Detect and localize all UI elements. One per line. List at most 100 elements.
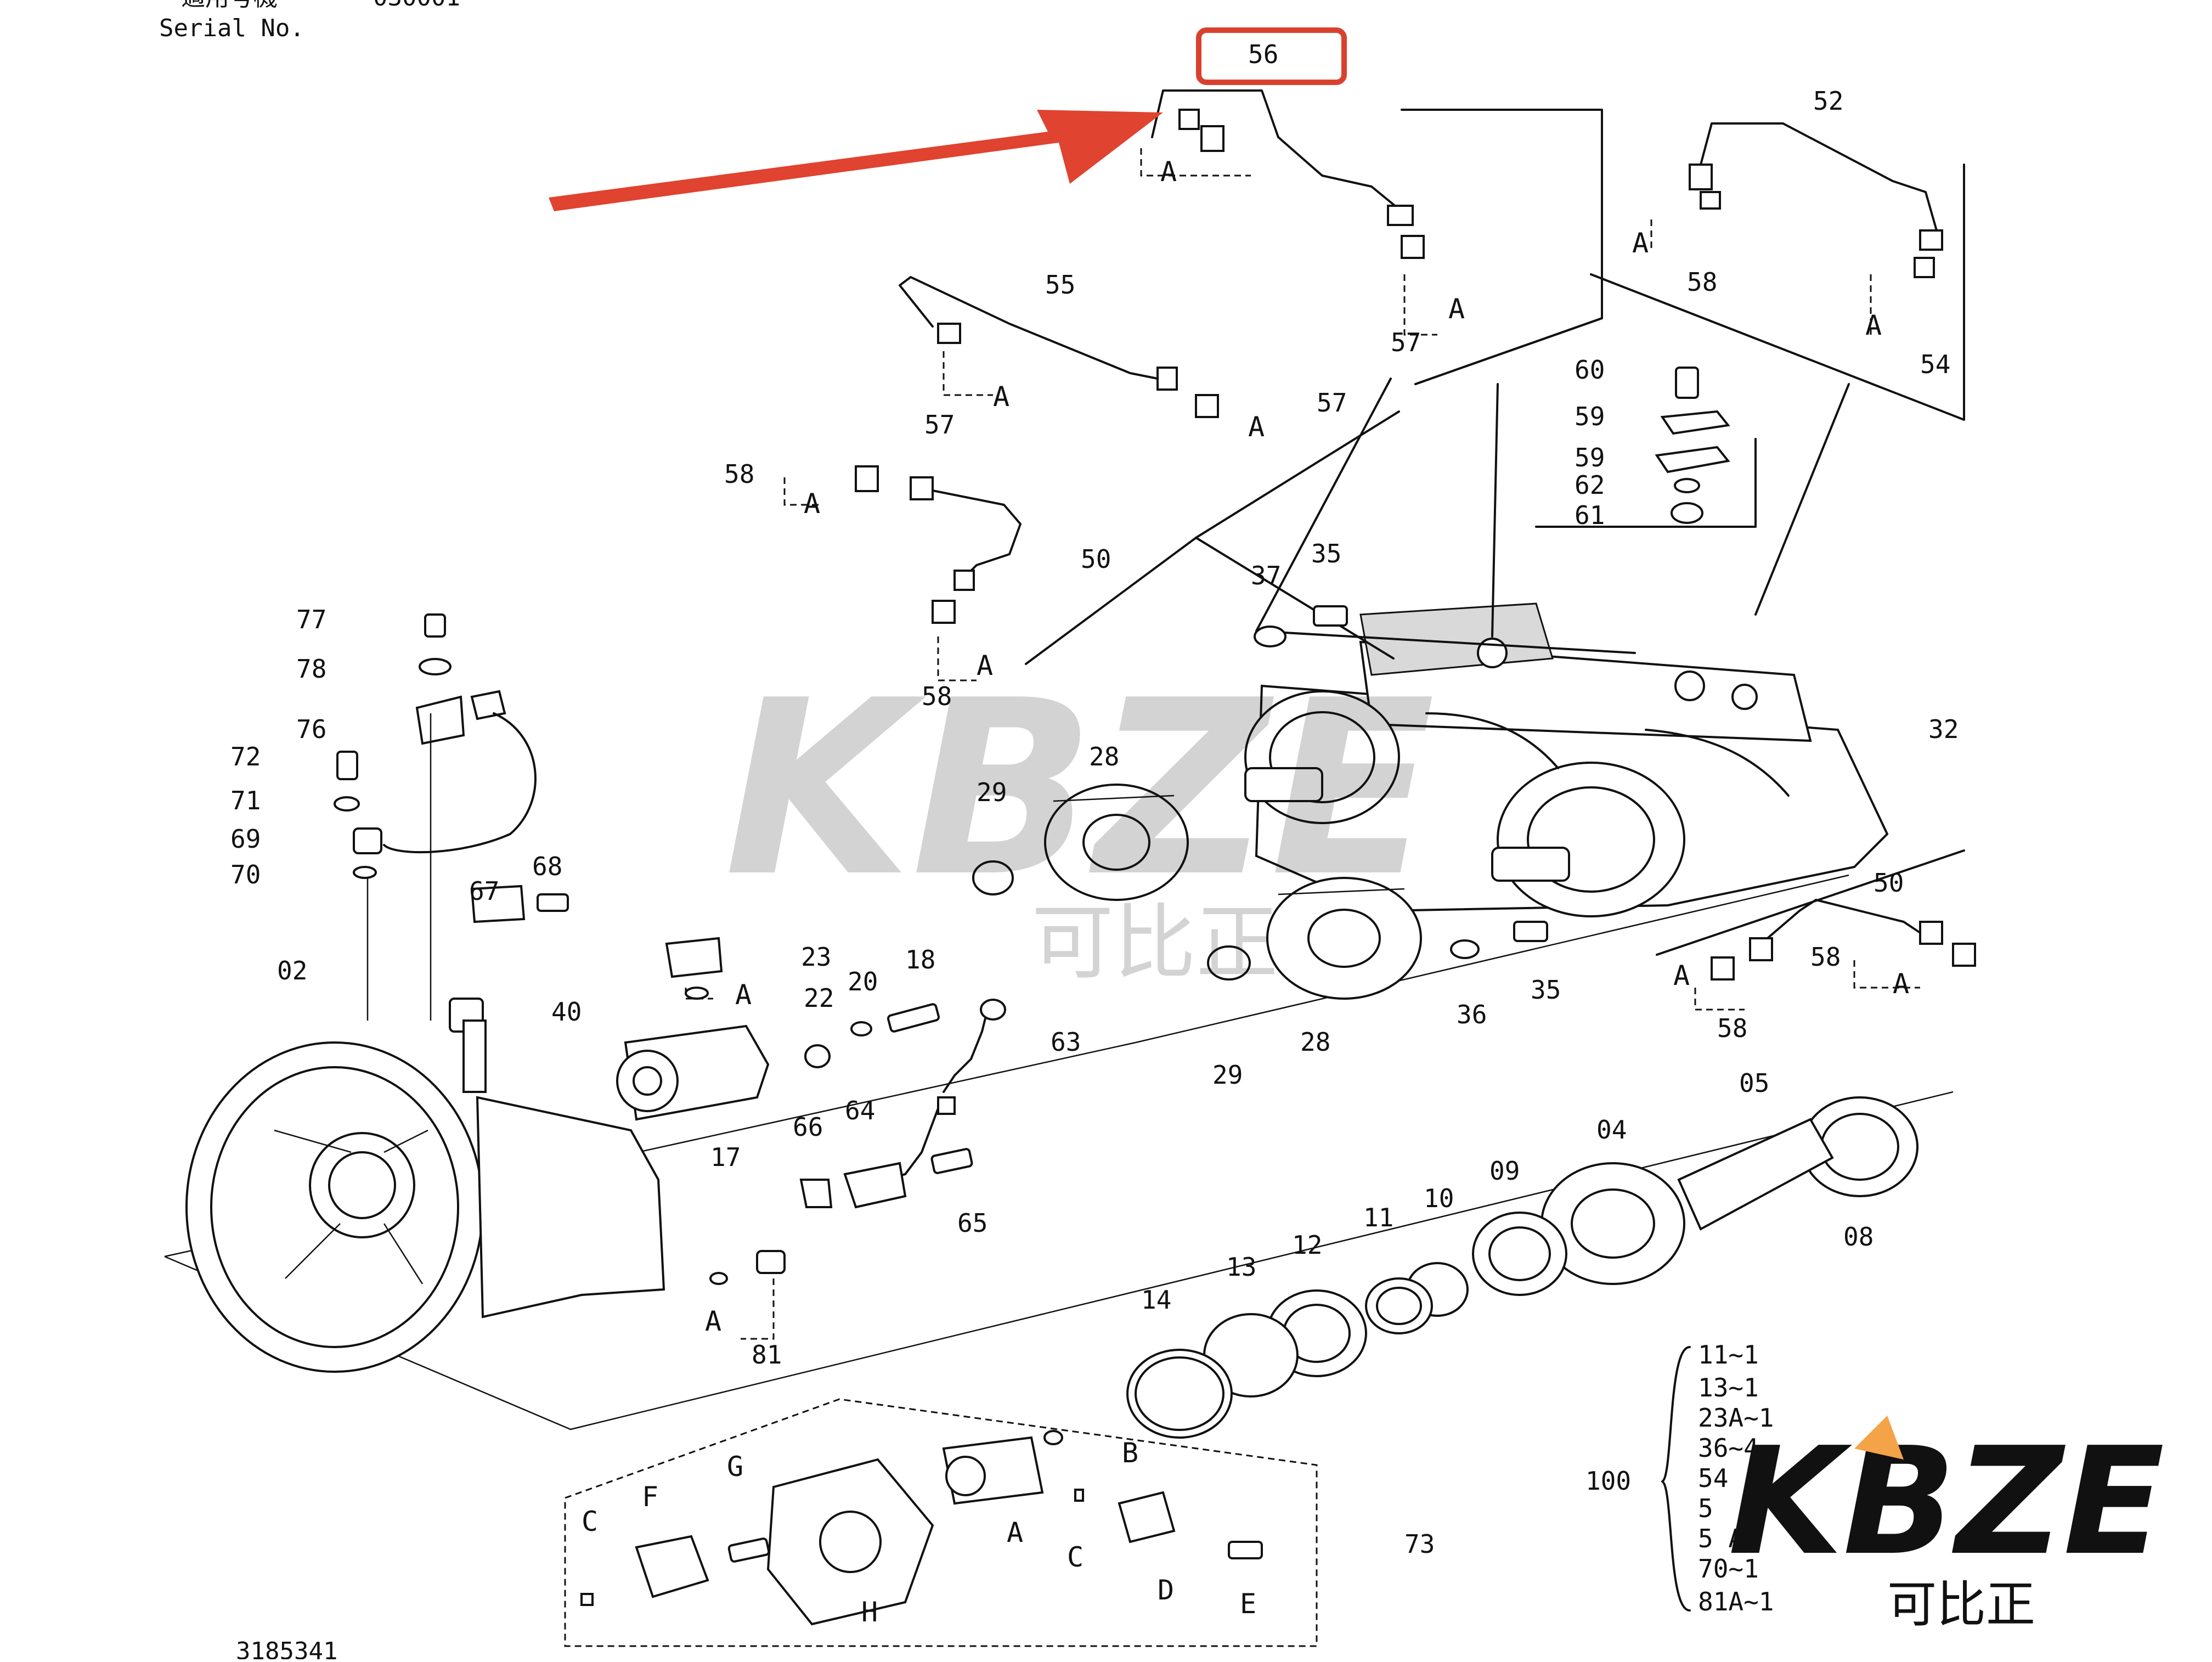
callout-29-lower: 29 [1212, 1060, 1243, 1090]
callout-58-c: 58 [1687, 267, 1717, 297]
callout-08: 08 [1843, 1222, 1874, 1252]
callout-72: 72 [230, 742, 261, 771]
washers-36-bolts-35 [1254, 605, 1548, 959]
callout-22: 22 [804, 983, 834, 1013]
callout-58-b: 58 [922, 681, 952, 711]
letter-a-57b: A [1448, 293, 1465, 325]
callout-13: 13 [1226, 1252, 1256, 1282]
letter-a-58d: A [1893, 968, 1909, 1000]
callout-55: 55 [1045, 270, 1075, 300]
pipe-56 [1151, 89, 1425, 259]
a-brackets [685, 148, 1920, 1340]
letter-f: F [642, 1481, 658, 1513]
callout-61: 61 [1575, 500, 1605, 530]
callout-57-top: 57 [1391, 328, 1421, 357]
callout-57-right: 57 [1317, 388, 1347, 418]
bracket-stack [1655, 367, 1730, 524]
callout-58-e: 58 [1717, 1013, 1747, 1043]
callout-78: 78 [296, 654, 326, 684]
letter-a-coupling: A [1007, 1517, 1023, 1548]
callout-63: 63 [1051, 1027, 1081, 1057]
letter-labels: A A A A A A A A A A A A A B C C D E F G … [582, 156, 1909, 1628]
callout-57-left: 57 [924, 410, 955, 440]
callout-50-right: 50 [1874, 868, 1904, 898]
logo-brand: KBZE [1728, 1415, 2164, 1588]
kit-item-2: 13~1 [1698, 1373, 1759, 1402]
watermark-brand: KBZE [724, 649, 1435, 929]
kit-item-6: 5 [1698, 1494, 1713, 1523]
main-pump-assembly [1244, 602, 1889, 917]
highlight-callout [549, 27, 1347, 211]
callout-35-top: 35 [1311, 539, 1341, 568]
letter-g: G [727, 1451, 743, 1483]
pipe-50-right [1711, 899, 1976, 981]
letter-a-50: A [977, 650, 993, 681]
callout-54: 54 [1920, 350, 1950, 379]
logo-chinese: 可比正 [1887, 1576, 2035, 1633]
letter-e: E [1240, 1588, 1256, 1620]
callout-56: 56 [1248, 40, 1278, 69]
callout-05: 05 [1739, 1068, 1769, 1098]
pipe-50-upper [855, 465, 1022, 624]
serial-label: Serial No. [159, 14, 304, 42]
small-components [470, 884, 1006, 1285]
callout-10: 10 [1424, 1184, 1454, 1213]
callout-65: 65 [957, 1208, 988, 1238]
callout-69: 69 [230, 824, 261, 854]
watermark-chinese: 可比正 [1031, 895, 1278, 991]
callout-77: 77 [296, 605, 326, 634]
highlight-box [1196, 27, 1347, 85]
detail-wedges [1025, 109, 1965, 956]
callout-29-upper: 29 [977, 778, 1007, 807]
coupling-kit-73 [564, 1398, 1318, 1647]
watermark-logo: KBZE 可比正 [1728, 1415, 2164, 1633]
letter-c-left: C [582, 1506, 598, 1537]
callout-71: 71 [230, 786, 261, 815]
callout-28-upper: 28 [1089, 742, 1119, 771]
letter-h: H [861, 1596, 878, 1628]
callout-81: 81 [752, 1340, 782, 1370]
letter-a-81: A [705, 1305, 721, 1337]
letter-a-58b: A [1632, 227, 1649, 259]
callout-09: 09 [1489, 1156, 1520, 1186]
pipe-52 [1689, 122, 1943, 278]
callout-36: 36 [1457, 1000, 1487, 1029]
letter-a-58: A [804, 488, 820, 520]
applicable-model-label: 適用号機 [181, 0, 278, 12]
kit-item-1: 11~1 [1698, 1340, 1759, 1370]
callout-04: 04 [1596, 1115, 1627, 1145]
callout-67: 67 [469, 876, 499, 906]
callout-50-upper: 50 [1081, 544, 1111, 574]
callout-23: 23 [801, 942, 831, 972]
watermark-center: KBZE 可比正 [724, 649, 1435, 991]
callout-02: 02 [277, 956, 307, 985]
letter-d: D [1158, 1574, 1174, 1606]
callout-37: 37 [1251, 561, 1281, 590]
callout-12: 12 [1292, 1230, 1322, 1260]
kit-100-list: 100 11~1 13~1 23A~1 36~4 54 5 5 A 70~1 8… [1585, 1340, 1774, 1616]
callout-73: 73 [1404, 1529, 1435, 1559]
letter-a-54: A [1865, 309, 1882, 341]
kit-item-4: 36~4 [1698, 1433, 1759, 1463]
callout-76: 76 [296, 714, 326, 744]
callout-68: 68 [532, 852, 562, 881]
kit-item-9: 81A~1 [1698, 1587, 1774, 1616]
gears-28 [1044, 784, 1422, 1000]
snap-rings-29 [972, 860, 1251, 981]
callout-14: 14 [1141, 1285, 1171, 1315]
callout-66: 66 [793, 1112, 823, 1142]
pipe-55 [899, 276, 1219, 418]
callout-59-a: 59 [1575, 402, 1605, 431]
callout-labels: 56 52 55 50 50 57 57 57 58 58 58 58 58 5… [230, 40, 1959, 1559]
kit-item-3: 23A~1 [1698, 1403, 1774, 1433]
shaft-train [1126, 1096, 1918, 1439]
letter-a-57: A [1248, 411, 1265, 443]
callout-64: 64 [845, 1096, 875, 1125]
letter-a-56: A [1160, 156, 1177, 188]
callout-32: 32 [1928, 714, 1959, 744]
letter-b: B [1122, 1437, 1138, 1469]
callout-20: 20 [848, 967, 878, 996]
callout-35-bottom: 35 [1531, 975, 1561, 1005]
callout-70: 70 [230, 860, 261, 889]
logo-accent-icon [1854, 1416, 1904, 1460]
